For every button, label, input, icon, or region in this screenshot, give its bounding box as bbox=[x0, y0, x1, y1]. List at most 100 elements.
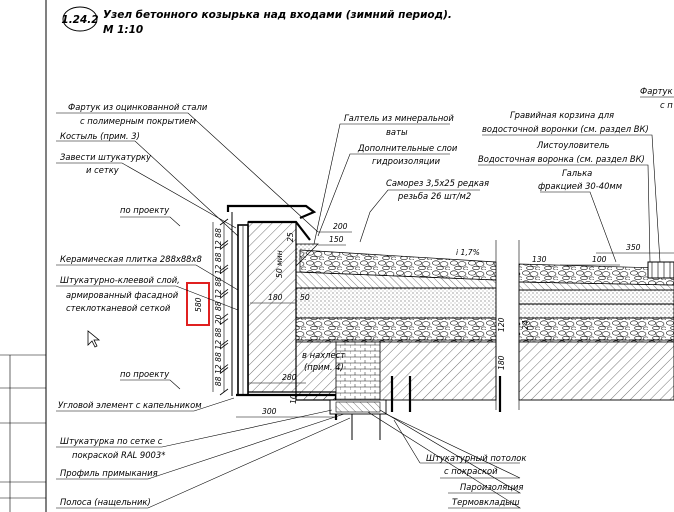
brick-insert bbox=[335, 341, 381, 401]
vertical-dimension-chain: 88 12 88 12 88 12 88 20 88 12 88 12 88 bbox=[214, 218, 229, 396]
label-apron-coating: с полимерным покрытием bbox=[80, 116, 196, 126]
dimension-tick bbox=[219, 243, 229, 250]
dimension-chain-value: 12 bbox=[214, 289, 223, 299]
label-overlap-2: (прим. 4) bbox=[304, 362, 344, 372]
label-pebbles: Галька bbox=[562, 168, 592, 178]
dimension-50min: 50 мин bbox=[275, 250, 284, 278]
label-by-project-2: по проекту bbox=[120, 369, 170, 379]
dimension-200: 200 bbox=[333, 222, 348, 231]
label-vapor-barrier: Пароизоляция bbox=[460, 482, 523, 492]
dimension-chain-value: 88 bbox=[214, 352, 223, 362]
dimension-chain-value: 20 bbox=[214, 314, 223, 324]
label-extra-waterproof-2: гидроизоляции bbox=[372, 156, 441, 166]
dimension-tick bbox=[219, 339, 229, 347]
gravel-insulation-layer bbox=[295, 317, 497, 343]
dimension-50: 50 bbox=[300, 293, 310, 302]
dimension-tick bbox=[219, 291, 229, 299]
parapet-top-flashing bbox=[248, 220, 311, 241]
label-strip: Полоса (нащельник) bbox=[60, 497, 151, 507]
dimension-24: 24 bbox=[521, 320, 530, 330]
dimension-chain-value: 88 bbox=[214, 277, 223, 287]
label-gravel-basket: Гравийная корзина для bbox=[510, 110, 614, 120]
gravel-insulation-layer-right bbox=[518, 317, 674, 343]
label-ceramic-tile: Керамическая плитка 288х88х8 bbox=[60, 254, 202, 264]
screed-layer bbox=[295, 287, 497, 319]
label-apron-right: Фартук bbox=[640, 86, 673, 96]
label-plaster-adhesive-3: стеклотканевой сеткой bbox=[66, 303, 171, 313]
label-leaf-catcher: Листоуловитель bbox=[536, 140, 610, 150]
label-adjoining-profile: Профиль примыкания bbox=[60, 468, 158, 478]
label-plaster-ceiling: Штукатурный потолок bbox=[426, 453, 526, 463]
title-scale: М 1:10 bbox=[103, 24, 143, 36]
dimension-tick bbox=[219, 264, 229, 272]
dimension-280: 280 bbox=[282, 373, 297, 382]
dimension-25: 25 bbox=[286, 232, 295, 242]
label-gravel-basket-2: водосточной воронки (см. раздел ВК) bbox=[482, 124, 649, 134]
label-apron-right-2: с п bbox=[660, 100, 673, 110]
dimension-350: 350 bbox=[626, 243, 641, 252]
dimension-580: 580 bbox=[194, 297, 203, 312]
dimension-tick bbox=[219, 388, 229, 396]
dimension-180: 180 bbox=[268, 293, 283, 302]
dimension-tick bbox=[219, 342, 229, 350]
dimension-tick bbox=[219, 218, 229, 226]
mineral-wool-fillet bbox=[295, 243, 319, 267]
label-thermal-insert: Термовкладыш bbox=[452, 497, 520, 507]
title-number: 1.24.2 bbox=[61, 14, 98, 26]
label-plaster-adhesive-2: армированный фасадной bbox=[66, 290, 179, 300]
label-plaster-mesh: Штукатурка по сетке с bbox=[60, 436, 163, 446]
leader-lines bbox=[56, 96, 674, 509]
highlight-box bbox=[186, 282, 210, 326]
label-extra-waterproof: Дополнительные слои bbox=[357, 143, 458, 153]
concrete-slab-right bbox=[518, 339, 674, 401]
label-plaster-ceiling-2: с покраской bbox=[444, 466, 498, 476]
label-overlap: в нахлест bbox=[302, 350, 346, 360]
dimension-120: 120 bbox=[497, 317, 506, 332]
dimension-10: 10 bbox=[289, 394, 298, 404]
label-pebbles-2: фракцией 30-40мм bbox=[538, 181, 622, 191]
label-corner-drip: Угловой элемент с капельником bbox=[58, 400, 202, 410]
dimension-tick bbox=[219, 267, 229, 275]
concrete-slab bbox=[295, 339, 497, 401]
dimension-100: 100 bbox=[592, 255, 607, 264]
slope-label: i 1,7% bbox=[456, 248, 480, 257]
label-screw-2: резьба 26 шт/м2 bbox=[397, 191, 471, 201]
dimension-tick bbox=[219, 367, 229, 374]
dimension-chain-value: 12 bbox=[214, 240, 223, 250]
label-plaster-wrap: Завести штукатурку bbox=[60, 152, 152, 162]
dimension-chain-value: 88 bbox=[214, 252, 223, 262]
dimension-chain-value: 88 bbox=[214, 376, 223, 386]
dimension-180-vertical: 180 bbox=[497, 355, 506, 370]
title-number-circle bbox=[62, 6, 98, 32]
dimension-tick bbox=[219, 240, 229, 247]
dimension-tick bbox=[219, 364, 229, 371]
mouse-cursor-icon bbox=[87, 330, 101, 348]
label-plaster-mesh-2: покраской RAL 9003* bbox=[72, 450, 165, 460]
dimension-chain-value: 12 bbox=[214, 340, 223, 350]
label-fillet: Галтель из минеральной bbox=[344, 113, 454, 123]
dimension-tick bbox=[219, 289, 229, 296]
dimension-tick bbox=[219, 313, 229, 321]
label-plaster-wrap-2: и сетку bbox=[86, 165, 120, 175]
label-roof-drain: Водосточная воронка (см. раздел ВК) bbox=[478, 154, 645, 164]
label-fillet-2: ваты bbox=[386, 127, 408, 137]
label-by-project-1: по проекту bbox=[120, 205, 170, 215]
dimension-chain-value: 88 bbox=[214, 328, 223, 338]
dimension-300: 300 bbox=[262, 407, 277, 416]
dimension-150: 150 bbox=[329, 235, 344, 244]
gravel-basket bbox=[647, 261, 674, 279]
dimension-chain-value: 88 bbox=[214, 228, 223, 238]
vapor-barrier bbox=[335, 401, 381, 413]
title-text: Узел бетонного козырька над входами (зим… bbox=[103, 9, 452, 21]
dimension-chain-value: 12 bbox=[214, 265, 223, 275]
label-screw: Саморез 3,5х25 редкая bbox=[386, 178, 489, 188]
dimension-chain-value: 12 bbox=[214, 364, 223, 374]
dimension-chain-value: 88 bbox=[214, 301, 223, 311]
steel-apron bbox=[226, 204, 317, 220]
label-crutch: Костыль (прим. 3) bbox=[60, 131, 140, 141]
dimension-130: 130 bbox=[532, 255, 547, 264]
label-apron: Фартук из оцинкованной стали bbox=[68, 102, 208, 112]
dimension-tick bbox=[219, 318, 229, 325]
label-plaster-adhesive: Штукатурно-клеевой слой, bbox=[60, 275, 180, 285]
